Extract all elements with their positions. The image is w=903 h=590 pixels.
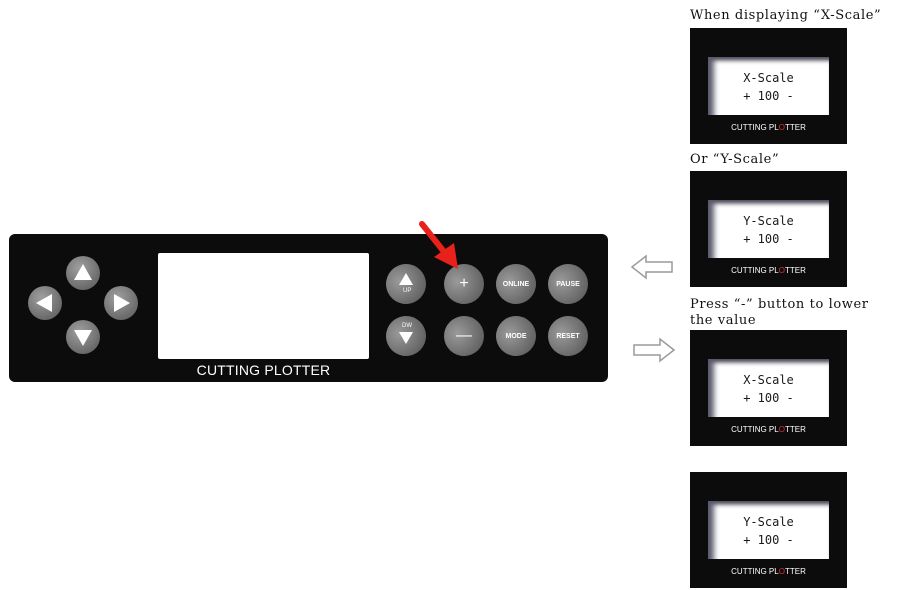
minus-button[interactable]: —	[436, 308, 492, 364]
display-line-1: X-Scale	[743, 373, 794, 387]
panel-brand-label: CUTTING PLOTTER	[196, 362, 331, 378]
display-line-2: + 100 -	[743, 89, 794, 103]
lcd-display	[158, 253, 369, 359]
display-screen: Y-Scale + 100 -	[708, 200, 829, 258]
up-button-label: UP	[403, 288, 412, 294]
triangle-up-icon	[74, 264, 92, 280]
hollow-right-arrow-icon	[633, 337, 676, 363]
display-screen: X-Scale + 100 -	[708, 359, 829, 417]
display-preview-y-scale: Y-Scale + 100 - CUTTING PLOTTER	[690, 171, 847, 287]
display-line-2: + 100 -	[743, 533, 794, 547]
display-line-1: X-Scale	[743, 71, 794, 85]
display-line-1: Y-Scale	[743, 214, 794, 228]
pause-button-label: PAUSE	[556, 280, 580, 288]
arrow-up-button[interactable]	[66, 256, 100, 290]
reset-button-label: RESET	[556, 332, 580, 340]
reset-button[interactable]: RESET	[540, 308, 596, 364]
triangle-left-icon	[36, 294, 52, 312]
display-brand: CUTTING PLOTTER	[731, 567, 806, 576]
display-line-2: + 100 -	[743, 391, 794, 405]
down-button[interactable]: DW	[378, 308, 434, 364]
pause-button[interactable]: PAUSE	[540, 256, 596, 312]
display-brand: CUTTING PLOTTER	[731, 425, 806, 434]
display-preview-y-scale-lowered: Y-Scale + 100 - CUTTING PLOTTER	[690, 472, 847, 588]
minus-icon: —	[456, 327, 472, 344]
up-button[interactable]: UP	[378, 256, 434, 312]
control-panel: CUTTING PLOTTER UP + ONLINE PAUSE DW — M…	[9, 234, 608, 382]
arrow-down-button[interactable]	[66, 320, 100, 354]
display-preview-x-scale: X-Scale + 100 - CUTTING PLOTTER	[690, 28, 847, 144]
down-button-label: DW	[402, 323, 412, 329]
arrow-left-button[interactable]	[28, 286, 62, 320]
display-line-1: Y-Scale	[743, 515, 794, 529]
pointer-arrow-icon	[419, 221, 458, 269]
triangle-up-icon	[399, 273, 413, 285]
online-button-label: ONLINE	[502, 280, 530, 288]
triangle-right-icon	[114, 294, 130, 312]
caption-y-scale: Or “Y-Scale”	[690, 152, 780, 167]
display-screen: X-Scale + 100 -	[708, 57, 829, 115]
mode-button[interactable]: MODE	[488, 308, 544, 364]
display-brand: CUTTING PLOTTER	[731, 266, 806, 275]
triangle-down-icon	[74, 330, 92, 346]
display-screen: Y-Scale + 100 -	[708, 501, 829, 559]
display-brand: CUTTING PLOTTER	[731, 123, 806, 132]
triangle-down-icon	[399, 332, 413, 344]
hollow-left-arrow-icon	[630, 254, 673, 280]
display-line-2: + 100 -	[743, 232, 794, 246]
arrow-right-button[interactable]	[104, 286, 138, 320]
display-preview-x-scale-lowered: X-Scale + 100 - CUTTING PLOTTER	[690, 330, 847, 446]
plus-icon: +	[459, 275, 469, 292]
online-button[interactable]: ONLINE	[488, 256, 544, 312]
caption-x-scale: When displaying “X-Scale”	[690, 8, 882, 23]
caption-press-line-2: the value	[690, 313, 757, 328]
caption-press-line-1: Press “-” button to lower	[690, 297, 869, 312]
mode-button-label: MODE	[505, 332, 527, 340]
